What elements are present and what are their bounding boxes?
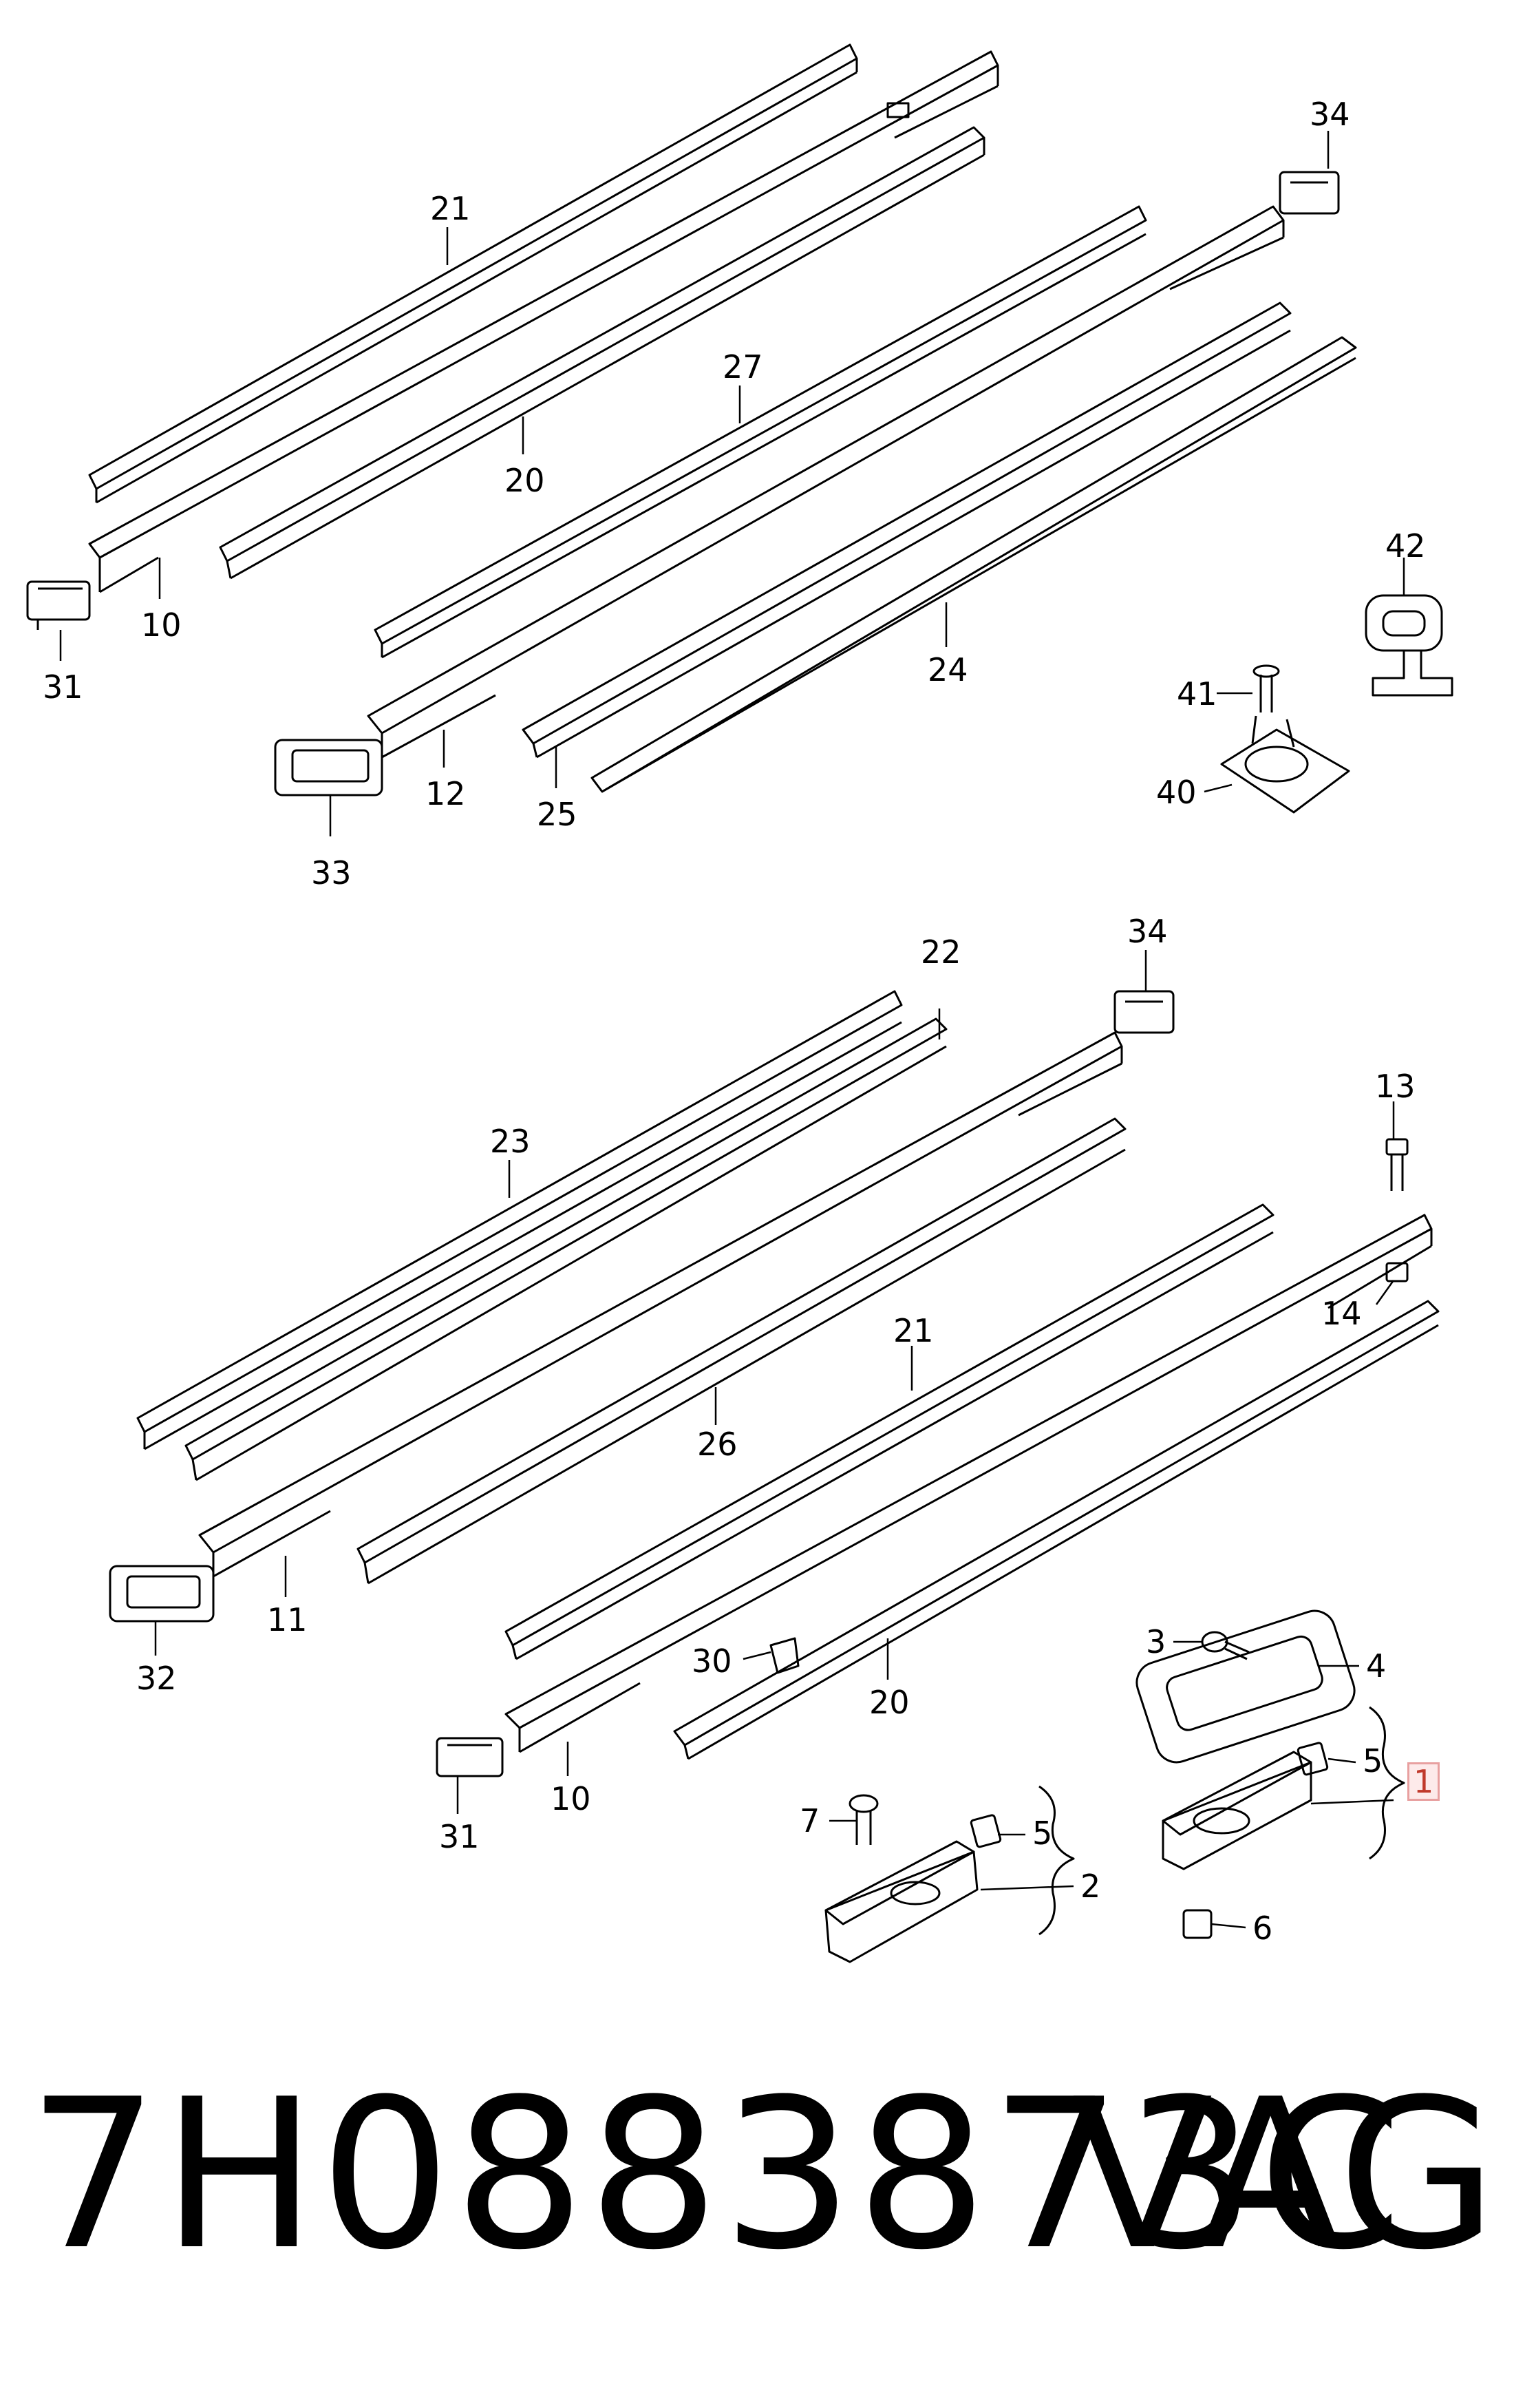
callout-5-right: 5: [1363, 1742, 1383, 1779]
rail-27: [374, 205, 1147, 659]
rail-21-lower: [504, 1203, 1275, 1660]
callout-1[interactable]: 1: [1407, 1762, 1440, 1801]
rail-21-top: [88, 43, 858, 504]
callout-12: 12: [425, 775, 466, 812]
callout-20-lower: 20: [869, 1684, 910, 1721]
end-cap-32: [109, 1565, 215, 1623]
mechanism-1: [1162, 1751, 1312, 1870]
callout-10-top: 10: [141, 606, 182, 644]
mount-40: [1220, 715, 1350, 814]
callout-31-top: 31: [43, 668, 83, 706]
callout-41: 41: [1177, 675, 1217, 712]
callout-34-top: 34: [1310, 96, 1350, 133]
rail-26: [356, 1117, 1127, 1585]
callout-3: 3: [1146, 1623, 1166, 1660]
end-cap-31-top: [26, 580, 91, 630]
leader-lines: [59, 131, 1405, 1929]
parts-diagram: [26, 43, 1453, 1963]
rail-24: [590, 336, 1357, 793]
callout-7: 7: [800, 1802, 820, 1839]
rail-11: [198, 1031, 1123, 1578]
callout-21-lower: 21: [893, 1312, 934, 1349]
bolt-13: [1385, 1138, 1409, 1191]
nut-6: [1182, 1909, 1213, 1939]
bracket-42: [1365, 594, 1453, 697]
callout-34-middle: 34: [1127, 913, 1168, 950]
cover-4: [1135, 1609, 1356, 1764]
clip-34-middle: [1113, 990, 1175, 1034]
rail-20-top: [219, 126, 985, 580]
callout-32: 32: [136, 1660, 177, 1697]
rail-23: [136, 990, 903, 1450]
end-cap-31-lower: [436, 1737, 504, 1777]
brand-name: VAG: [1071, 2055, 1497, 2295]
mechanism-2: [824, 1840, 979, 1963]
callout-4: 4: [1366, 1647, 1387, 1684]
callout-26: 26: [697, 1426, 738, 1463]
callout-21-top: 21: [430, 190, 471, 227]
clip-34-top: [1279, 171, 1340, 215]
rail-10-top: [88, 50, 999, 593]
callout-2: 2: [1080, 1868, 1101, 1905]
rail-25: [522, 302, 1292, 759]
rail-10-lower: [504, 1214, 1433, 1753]
rail-22: [184, 1017, 948, 1481]
clip-5-right: [1297, 1742, 1329, 1776]
callout-30: 30: [692, 1643, 732, 1680]
callout-11: 11: [267, 1601, 308, 1638]
callout-5-left: 5: [1032, 1815, 1053, 1852]
brace-1: [1369, 1706, 1405, 1860]
callout-25: 25: [537, 796, 577, 833]
callout-40: 40: [1156, 774, 1197, 811]
callout-10-lower: 10: [551, 1780, 591, 1817]
rail-20-lower: [673, 1300, 1440, 1760]
callout-14: 14: [1321, 1295, 1362, 1332]
nut-14: [1385, 1262, 1409, 1282]
end-cap-33: [274, 739, 383, 796]
brace-2: [1038, 1785, 1075, 1936]
callout-22: 22: [921, 933, 961, 971]
screw-41: [1252, 664, 1280, 712]
callout-42: 42: [1385, 527, 1426, 564]
callout-27: 27: [723, 348, 763, 386]
callout-20-top: 20: [504, 462, 545, 499]
clip-5-left: [970, 1814, 1002, 1848]
callout-33: 33: [311, 854, 352, 891]
screw-7: [849, 1794, 879, 1845]
part-number: 7H0883873C: [28, 2055, 1406, 2295]
callout-24: 24: [928, 651, 968, 688]
callout-13: 13: [1375, 1068, 1416, 1105]
callout-6: 6: [1252, 1910, 1273, 1947]
clip-30: [769, 1637, 800, 1674]
callout-23: 23: [490, 1123, 531, 1160]
callout-31-lower: 31: [439, 1818, 480, 1855]
